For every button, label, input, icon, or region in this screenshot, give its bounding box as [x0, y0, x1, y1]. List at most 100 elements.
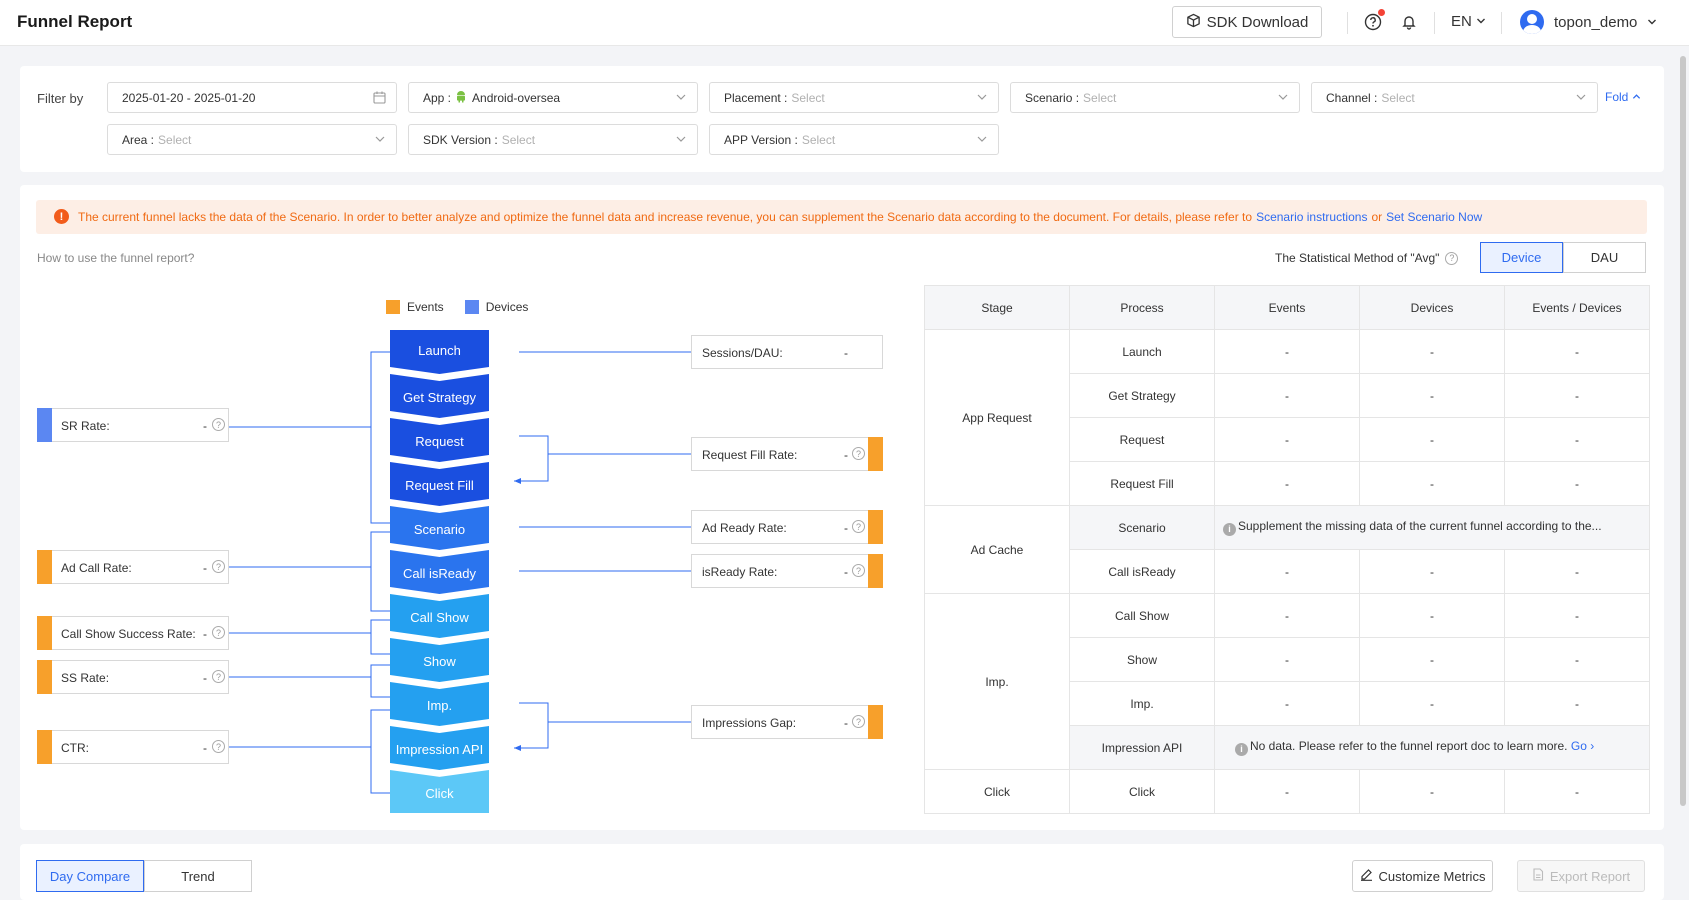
table-row: Request Fill - - - — [925, 461, 1650, 506]
ad-ready-rate-metric: Ad Ready Rate: - ? — [691, 510, 883, 544]
table-row: Show - - - — [925, 637, 1650, 682]
scenario-placeholder: Select — [1083, 90, 1117, 105]
help-icon[interactable]: ? — [1445, 251, 1459, 265]
events-cell: - — [1214, 329, 1360, 374]
ratio-cell: - — [1504, 461, 1650, 506]
help-icon[interactable]: ? — [852, 520, 865, 533]
funnel-stage-label: Impression API — [395, 742, 484, 757]
metric-label: Call Show Success Rate: — [61, 627, 196, 641]
isready-rate-metric: isReady Rate: - ? — [691, 554, 883, 588]
help-icon[interactable]: ? — [212, 670, 225, 683]
customize-metrics-button[interactable]: Customize Metrics — [1352, 860, 1493, 892]
col-devices: Devices — [1359, 285, 1505, 330]
call-show-success-rate-metric: Call Show Success Rate: - ? — [37, 616, 229, 650]
tab-trend[interactable]: Trend — [144, 860, 252, 892]
help-icon[interactable]: ? — [212, 560, 225, 573]
info-icon: i — [1235, 742, 1248, 756]
process-cell: Get Strategy — [1069, 373, 1215, 418]
impression-api-note-text: No data. Please refer to the funnel repo… — [1250, 739, 1568, 754]
ratio-cell: - — [1504, 593, 1650, 638]
events-bar — [868, 554, 883, 588]
scenario-note-text: Supplement the missing data of the curre… — [1238, 519, 1602, 534]
ratio-cell: - — [1504, 373, 1650, 418]
divider — [1347, 12, 1348, 34]
help-icon[interactable]: ? — [852, 447, 865, 460]
export-report-button[interactable]: Export Report — [1517, 860, 1645, 892]
process-cell: Imp. — [1069, 681, 1215, 726]
howto-link[interactable]: How to use the funnel report? — [37, 251, 195, 265]
channel-placeholder: Select — [1381, 90, 1415, 105]
placement-placeholder: Select — [791, 90, 825, 105]
devices-cell: - — [1359, 373, 1505, 418]
table-row: Request - - - — [925, 417, 1650, 462]
metric-value: - — [203, 671, 207, 685]
cube-icon — [1186, 13, 1201, 32]
channel-select[interactable]: Channel : Select — [1311, 82, 1598, 113]
sdk-version-select[interactable]: SDK Version : Select — [408, 124, 698, 155]
ad-call-rate-metric: Ad Call Rate: - ? — [37, 550, 229, 584]
divider — [1434, 12, 1435, 34]
app-version-select[interactable]: APP Version : Select — [709, 124, 999, 155]
scenario-select[interactable]: Scenario : Select — [1010, 82, 1300, 113]
app-version-select-key: APP Version : — [724, 132, 798, 147]
ss-rate-metric: SS Rate: - ? — [37, 660, 229, 694]
language-selector[interactable]: EN — [1451, 13, 1486, 30]
app-select[interactable]: App : Android-oversea — [408, 82, 698, 113]
chevron-down-icon — [976, 133, 988, 148]
help-icon[interactable]: ? — [212, 418, 225, 431]
set-scenario-link[interactable]: Set Scenario Now — [1386, 210, 1483, 224]
sdk-download-button[interactable]: SDK Download — [1172, 6, 1322, 38]
devices-cell: - — [1359, 637, 1505, 682]
user-menu[interactable]: topon_demo — [1520, 10, 1657, 34]
bell-icon[interactable] — [1399, 12, 1419, 32]
ratio-cell: - — [1504, 549, 1650, 594]
metric-label: Ad Call Rate: — [61, 561, 132, 575]
funnel-stage-label: Request Fill — [405, 478, 474, 493]
process-cell: Request — [1069, 417, 1215, 462]
funnel-stage-request: Request — [390, 418, 489, 462]
placement-select[interactable]: Placement : Select — [709, 82, 999, 113]
date-range-picker[interactable]: 2025-01-20 - 2025-01-20 — [107, 82, 397, 113]
funnel-stage-label: Imp. — [426, 698, 453, 713]
help-icon[interactable]: ? — [212, 740, 225, 753]
devices-cell: - — [1359, 329, 1505, 374]
process-cell: Call isReady — [1069, 549, 1215, 594]
tab-day-compare[interactable]: Day Compare — [36, 860, 144, 892]
help-icon[interactable]: ? — [852, 564, 865, 577]
stage-imp: Imp. — [924, 593, 1070, 770]
metric-label: SR Rate: — [61, 419, 110, 433]
sdk-version-select-key: SDK Version : — [423, 132, 498, 147]
metric-label: Request Fill Rate: — [702, 448, 798, 462]
device-option[interactable]: Device — [1480, 242, 1563, 273]
funnel-stage-label: Scenario — [413, 522, 466, 537]
events-legend-label: Events — [407, 300, 444, 314]
go-link[interactable]: Go › — [1571, 739, 1594, 753]
funnel-legend: Events Devices — [386, 300, 528, 314]
process-cell: Launch — [1069, 329, 1215, 374]
chevron-down-icon — [976, 91, 988, 106]
help-icon[interactable]: ? — [212, 626, 225, 639]
events-cell: - — [1214, 681, 1360, 726]
dau-option[interactable]: DAU — [1563, 242, 1646, 273]
events-bar — [37, 616, 52, 650]
export-report-label: Export Report — [1549, 868, 1631, 884]
events-bar — [37, 660, 52, 694]
impressions-gap-metric: Impressions Gap: - ? — [691, 705, 883, 739]
alert-text: The current funnel lacks the data of the… — [78, 210, 1253, 224]
scenario-select-key: Scenario : — [1025, 90, 1080, 105]
funnel-stage-label: Get Strategy — [403, 390, 476, 405]
area-select[interactable]: Area : Select — [107, 124, 397, 155]
help-icon[interactable] — [1363, 9, 1385, 32]
calendar-icon — [373, 91, 386, 107]
table-row: Imp. - - - — [925, 681, 1650, 726]
divider — [1501, 12, 1502, 34]
go-link-label: Go — [1570, 739, 1587, 754]
help-icon[interactable]: ? — [852, 715, 865, 728]
devices-cell: - — [1359, 417, 1505, 462]
scenario-instructions-link[interactable]: Scenario instructions — [1256, 210, 1368, 224]
area-select-key: Area : — [122, 132, 155, 147]
funnel-stage-launch: Launch — [390, 330, 489, 374]
page-scrollbar[interactable] — [1680, 56, 1686, 806]
fold-toggle[interactable]: Fold — [1605, 90, 1641, 104]
